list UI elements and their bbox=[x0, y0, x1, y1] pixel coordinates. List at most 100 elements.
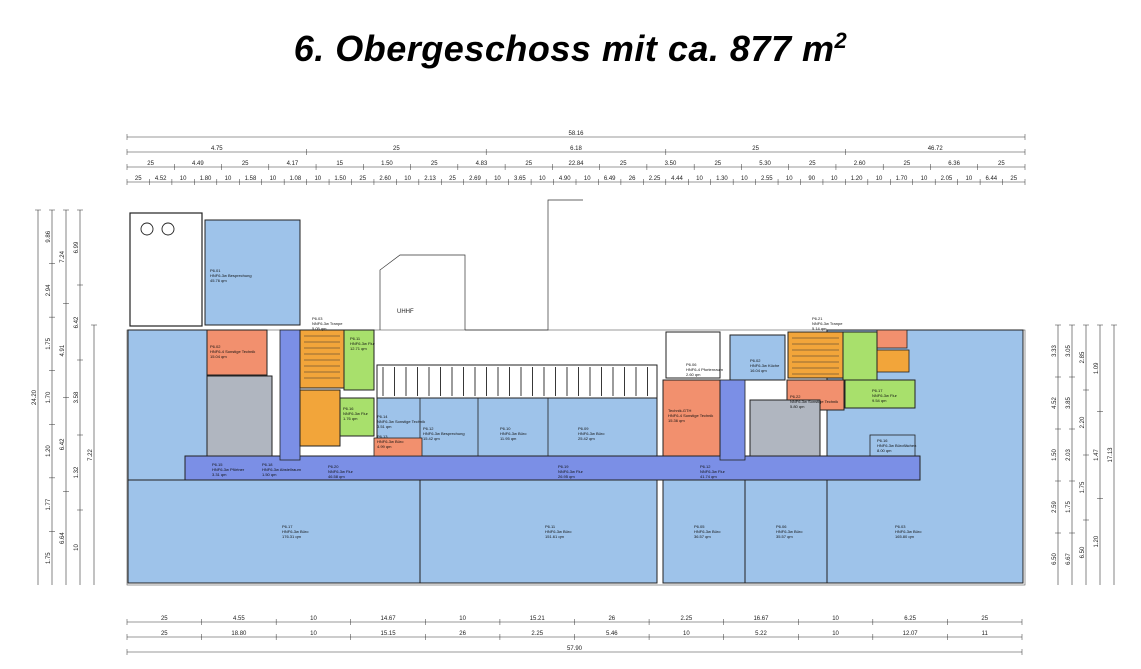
room-code: P6.03 bbox=[312, 316, 323, 321]
bottom-dim-row1-label: 10 bbox=[310, 616, 317, 622]
room-code: P6.21 bbox=[812, 316, 823, 321]
right-dim-col2-label: 3.05 bbox=[1066, 345, 1072, 357]
top-dim-row2-label: 4.75 bbox=[211, 146, 223, 152]
right-dim-col4-label: 1.09 bbox=[1094, 362, 1100, 374]
room-area: 2.60 qm bbox=[686, 372, 701, 377]
room-area: 5.80 qm bbox=[790, 404, 805, 409]
room-p606 bbox=[744, 479, 828, 584]
room-use: HNF6-3w Büro bbox=[282, 529, 309, 534]
top-dim-row4-label: 10 bbox=[180, 176, 187, 182]
top-dim-row3-label: 25 bbox=[620, 161, 627, 167]
room-code: P6.06 bbox=[776, 524, 787, 529]
bottom-dim-row2-label: 5.46 bbox=[606, 631, 618, 637]
room-use: NNF6-3w Flur bbox=[328, 469, 354, 474]
top-dim-row3-label: 4.49 bbox=[192, 161, 204, 167]
room-use: HNF6-4 Sonstige Technik bbox=[668, 413, 713, 418]
left-dim-col2-label: 1.75 bbox=[46, 552, 52, 564]
top-dim-row4-label: 10 bbox=[270, 176, 277, 182]
room-code: P6.01 bbox=[210, 268, 221, 273]
room-use: NNF6-3w Tranpe bbox=[812, 321, 843, 326]
main-corridor bbox=[184, 455, 921, 481]
room-area: 15.04 qm bbox=[210, 354, 227, 359]
left-dim-col4-label: 6.99 bbox=[74, 241, 80, 253]
room-code: P6.10 bbox=[500, 426, 511, 431]
top-dim-row4-label: 2.69 bbox=[469, 176, 481, 182]
room-code: P6.22 bbox=[790, 394, 801, 399]
room-area: 41.74 qm bbox=[700, 474, 717, 479]
room-code: P6.16 bbox=[877, 438, 888, 443]
room-area: 9.54 qm bbox=[872, 398, 887, 403]
left-dim-col2-label: 1.70 bbox=[46, 391, 52, 403]
top-dim-row4-label: 10 bbox=[225, 176, 232, 182]
stair-left bbox=[299, 329, 345, 389]
bottom-dim-row2-label: 15.15 bbox=[381, 631, 397, 637]
left-dim-col2-label: 1.77 bbox=[46, 498, 52, 510]
room-area: 45.76 qm bbox=[210, 278, 227, 283]
top-dim-row4-label: 1.50 bbox=[334, 176, 346, 182]
bottom-dim-row2-label: 26 bbox=[459, 631, 466, 637]
right-dim-col3-label: 1.75 bbox=[1080, 481, 1086, 493]
room-code: P6.12 bbox=[423, 426, 434, 431]
top-dim-row3-label: 25 bbox=[431, 161, 438, 167]
room-use: HNF6-3w Büro bbox=[377, 439, 404, 444]
offices-middle bbox=[376, 397, 658, 457]
room-area: 176.31 qm bbox=[282, 534, 302, 539]
room-use: HNF6-3w Küche bbox=[750, 363, 780, 368]
room-area: 1.76 qm bbox=[343, 416, 358, 421]
top-dim-row4-label: 4.52 bbox=[155, 176, 167, 182]
uhhf-outline-2 bbox=[465, 199, 583, 331]
wc-right bbox=[749, 399, 821, 457]
top-dim-row3-label: 25 bbox=[903, 161, 910, 167]
room-use: HNF6-3w Büro bbox=[895, 529, 922, 534]
top-dim-row4-label: 10 bbox=[584, 176, 591, 182]
room-code: P6.14 bbox=[377, 414, 388, 419]
bottom-dim-row1-label: 4.55 bbox=[233, 616, 245, 622]
wc-left bbox=[206, 375, 273, 457]
room-use: HNF6-3w Büro bbox=[500, 431, 527, 436]
right-dim-col2-label: 1.75 bbox=[1066, 501, 1072, 513]
top-dim-row4-label: 10 bbox=[966, 176, 973, 182]
top-dim-row4-label: 4.90 bbox=[559, 176, 571, 182]
room-p602-technik bbox=[206, 329, 268, 376]
left-dimension-lines: 24.209.862.941.751.701.201.771.757.244.9… bbox=[32, 209, 97, 585]
bottom-dim-row1-label: 10 bbox=[459, 616, 466, 622]
room-code: P6.18 bbox=[262, 462, 273, 467]
top-dim-row4-label: 26 bbox=[629, 176, 636, 182]
uhhf-label: UHHF bbox=[397, 309, 414, 315]
room-use: HNF6-3w Flur bbox=[350, 341, 376, 346]
room-code: P6.15 bbox=[212, 462, 223, 467]
room-area: 26.95 qm bbox=[558, 474, 575, 479]
left-dim-col4-label: 10 bbox=[74, 544, 80, 551]
room-use: NNF6-3w Sonstige Technik bbox=[377, 419, 425, 424]
top-dim-row4-label: 25 bbox=[359, 176, 366, 182]
bottom-dim-row2-label: 10 bbox=[683, 631, 690, 637]
top-dim-row4-label: 10 bbox=[494, 176, 501, 182]
room-area: 36.57 qm bbox=[694, 534, 711, 539]
right-dim-col1-label: 2.59 bbox=[1052, 501, 1058, 513]
top-dim-row3-label: 5.30 bbox=[759, 161, 771, 167]
right-dim-col3-label: 2.20 bbox=[1080, 416, 1086, 428]
left-dim-col4-label: 6.42 bbox=[74, 316, 80, 328]
top-dim-row2-label: 25 bbox=[393, 146, 400, 152]
flur-right-top bbox=[842, 331, 878, 381]
right-dim-col5-label: 17.13 bbox=[1108, 447, 1114, 463]
corridor-vertical-right bbox=[719, 379, 746, 461]
top-dim-row4-label: 1.08 bbox=[290, 176, 302, 182]
top-dim-row3-label: 25 bbox=[714, 161, 721, 167]
top-dim-row2-label: 25 bbox=[752, 146, 759, 152]
room-use: NNF6-3w Tranpe bbox=[312, 321, 343, 326]
room-use: HNF6-3w Büro bbox=[545, 529, 572, 534]
room-code: P6.13 bbox=[377, 434, 388, 439]
left-dim-col4-label: 3.58 bbox=[74, 391, 80, 403]
room-use: NNF6-3w Flur bbox=[343, 411, 369, 416]
bottom-dim-row1-label: 6.25 bbox=[904, 616, 916, 622]
